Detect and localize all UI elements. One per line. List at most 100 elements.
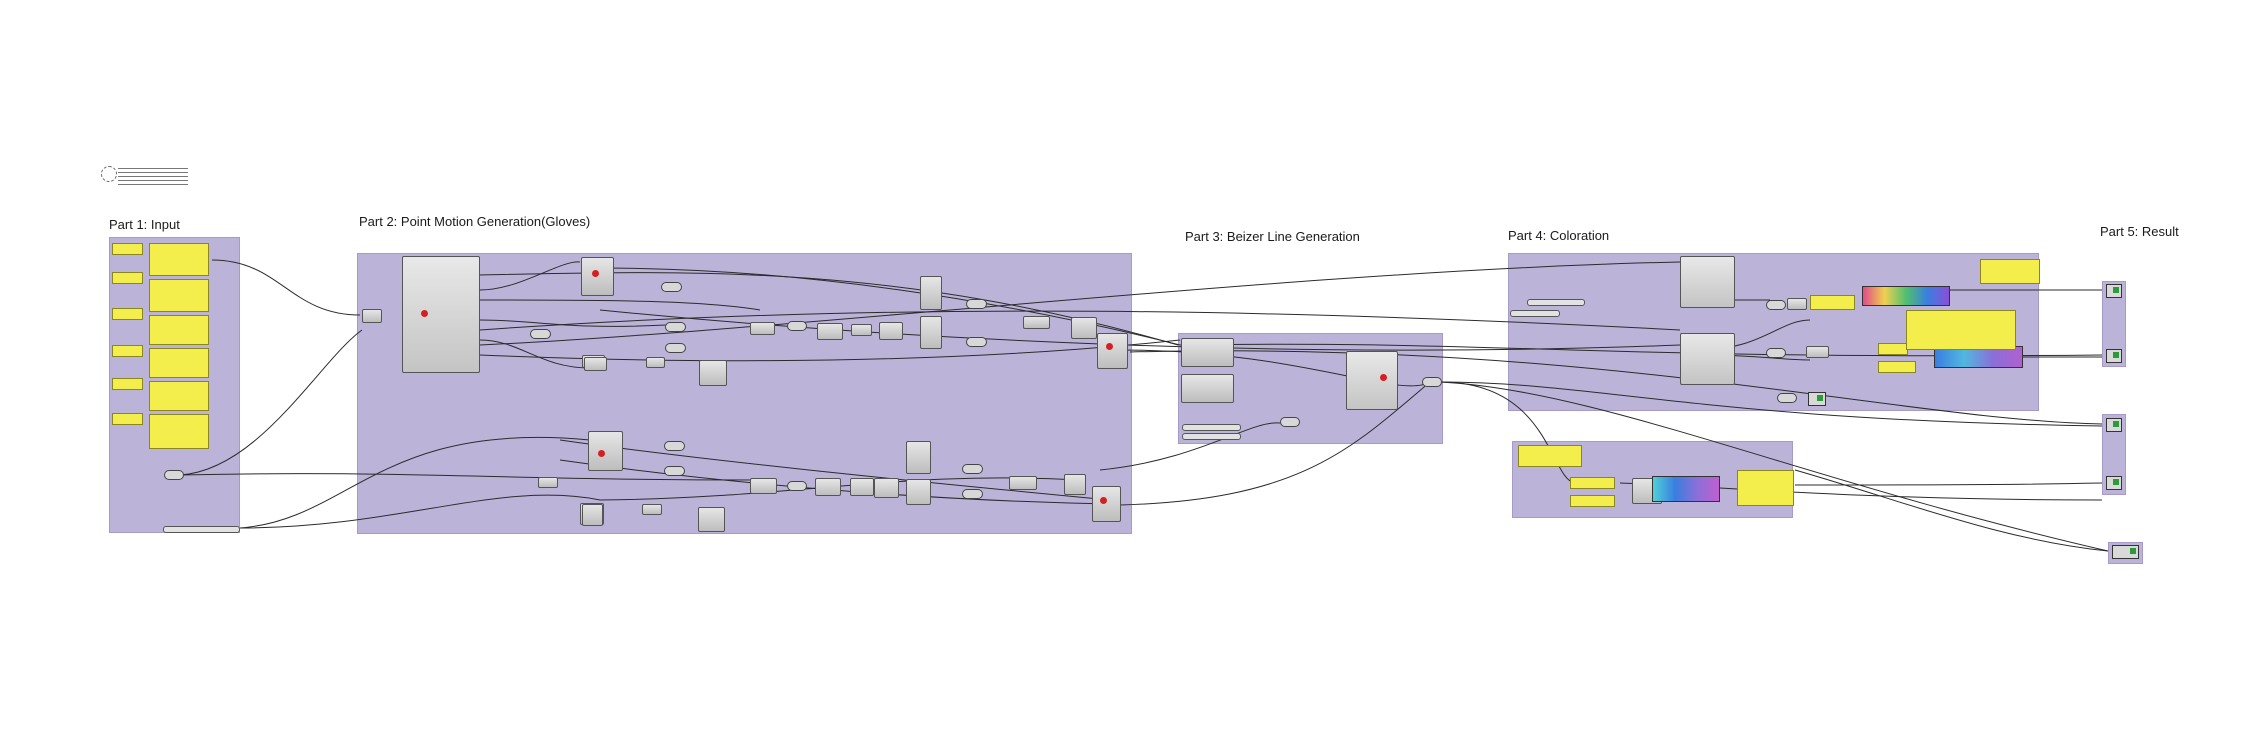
input-note[interactable] [112, 243, 143, 255]
gradient-component[interactable] [1652, 476, 1720, 502]
component[interactable] [698, 507, 725, 532]
input-panel[interactable] [149, 381, 209, 411]
toggle-component[interactable] [164, 470, 184, 480]
value-panel[interactable] [1980, 259, 2040, 284]
component[interactable] [1071, 317, 1097, 339]
component[interactable] [538, 477, 558, 488]
output-preview-icon[interactable] [2106, 476, 2122, 490]
param-component[interactable] [665, 322, 686, 332]
number-slider[interactable] [1182, 424, 1241, 431]
component[interactable] [1009, 476, 1037, 490]
component[interactable] [581, 257, 614, 296]
output-preview-icon[interactable] [2106, 349, 2122, 363]
component[interactable] [906, 441, 931, 474]
output-preview-icon[interactable] [2112, 545, 2139, 559]
value-panel[interactable] [1906, 310, 2016, 350]
param-component[interactable] [664, 441, 685, 451]
component[interactable] [1806, 346, 1829, 358]
output-preview-icon[interactable] [2106, 284, 2122, 298]
component[interactable] [750, 322, 775, 335]
component[interactable] [699, 360, 727, 386]
input-note[interactable] [112, 308, 143, 320]
warning-indicator [592, 270, 599, 277]
param-component[interactable] [966, 299, 987, 309]
value-panel[interactable] [1570, 495, 1615, 507]
value-panel[interactable] [1518, 445, 1582, 467]
warning-indicator [1100, 497, 1107, 504]
group-part2-point-motion[interactable] [357, 253, 1132, 534]
param-component[interactable] [787, 321, 807, 331]
param-component[interactable] [665, 343, 686, 353]
value-panel[interactable] [1878, 343, 1908, 355]
value-panel[interactable] [1810, 295, 1855, 310]
param-component[interactable] [1422, 377, 1442, 387]
param-component[interactable] [1777, 393, 1797, 403]
component[interactable] [1092, 486, 1121, 522]
bezier-component[interactable] [1346, 351, 1398, 410]
component[interactable] [817, 323, 843, 340]
input-note[interactable] [112, 413, 143, 425]
input-panel[interactable] [149, 243, 209, 276]
component[interactable] [1680, 256, 1735, 308]
param-component[interactable] [530, 329, 551, 339]
component[interactable] [1181, 338, 1234, 367]
value-panel[interactable] [1570, 477, 1615, 489]
input-panel[interactable] [149, 414, 209, 449]
param-component[interactable] [787, 481, 807, 491]
section-label-part1: Part 1: Input [109, 217, 180, 232]
input-note[interactable] [112, 272, 143, 284]
number-slider[interactable] [1527, 299, 1585, 306]
number-slider[interactable] [1510, 310, 1560, 317]
component[interactable] [584, 357, 607, 371]
component[interactable] [906, 479, 931, 505]
warning-indicator [421, 310, 428, 317]
component[interactable] [1023, 316, 1050, 329]
output-preview-icon[interactable] [1808, 392, 1826, 406]
component[interactable] [642, 504, 662, 515]
warning-indicator [1380, 374, 1387, 381]
number-slider[interactable] [163, 526, 240, 533]
value-panel[interactable] [1737, 470, 1794, 506]
input-note[interactable] [112, 378, 143, 390]
param-component[interactable] [664, 466, 685, 476]
param-component[interactable] [962, 464, 983, 474]
param-component[interactable] [966, 337, 987, 347]
component[interactable] [850, 478, 874, 496]
component[interactable] [750, 478, 777, 494]
param-component[interactable] [1766, 300, 1786, 310]
output-preview-icon[interactable] [2106, 418, 2122, 432]
input-panel[interactable] [149, 348, 209, 378]
component[interactable] [920, 276, 942, 310]
number-slider[interactable] [1182, 433, 1241, 440]
cluster-component[interactable] [402, 256, 480, 373]
component[interactable] [920, 316, 942, 349]
logo-icon [101, 166, 117, 182]
param-component[interactable] [1280, 417, 1300, 427]
panel-component[interactable] [362, 309, 382, 323]
input-panel[interactable] [149, 279, 209, 312]
component[interactable] [1064, 474, 1086, 495]
param-component[interactable] [1766, 348, 1786, 358]
param-component[interactable] [962, 489, 983, 499]
section-label-part2: Part 2: Point Motion Generation(Gloves) [359, 214, 591, 229]
param-component[interactable] [661, 282, 682, 292]
section-label-part5: Part 5: Result [2100, 224, 2179, 239]
gradient-component[interactable] [1862, 286, 1950, 306]
input-note[interactable] [112, 345, 143, 357]
component[interactable] [1181, 374, 1234, 403]
component[interactable] [874, 478, 899, 498]
component[interactable] [1680, 333, 1735, 385]
component[interactable] [1787, 298, 1807, 310]
input-panel[interactable] [149, 315, 209, 345]
component[interactable] [646, 357, 665, 368]
section-label-part3: Part 3: Beizer Line Generation [1185, 229, 1360, 244]
component[interactable] [851, 324, 872, 336]
component[interactable] [1097, 333, 1128, 369]
component[interactable] [582, 504, 603, 526]
component[interactable] [879, 322, 903, 340]
component[interactable] [815, 478, 841, 496]
value-panel[interactable] [1878, 361, 1916, 373]
component[interactable] [588, 431, 623, 471]
